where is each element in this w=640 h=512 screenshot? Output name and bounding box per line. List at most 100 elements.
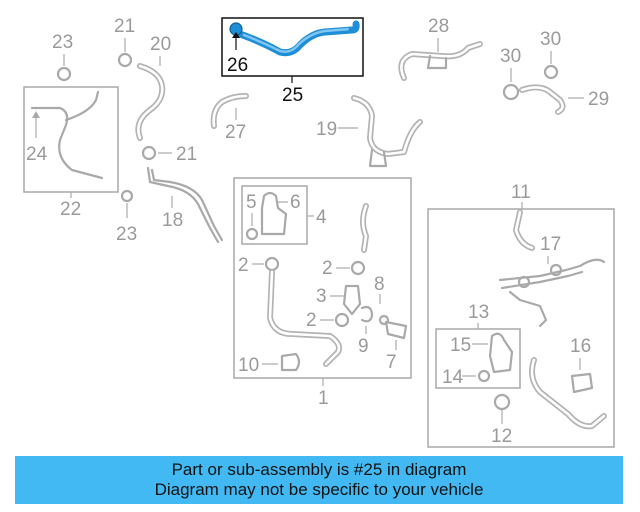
part-5-label: 5 [246, 192, 257, 213]
part-21-top-clamp [117, 52, 133, 68]
part-11-clamp-a [517, 275, 531, 289]
part-12-label: 12 [491, 426, 512, 447]
part-24-label: 24 [26, 144, 48, 165]
part-29-label: 29 [588, 89, 609, 110]
part-2a-clamp [264, 256, 280, 272]
part-21-mid-clamp [141, 145, 157, 161]
part-30-right-clamp [543, 64, 559, 80]
part-11-group: 11 17 13 15 14 16 12 [427, 182, 615, 448]
part-25-group[interactable]: 26 25 [221, 17, 364, 106]
part-23-bottom-label: 23 [116, 224, 137, 245]
part-29-hose [519, 84, 566, 115]
part-23-top-group: 23 [52, 32, 73, 82]
part-28-label: 28 [428, 16, 449, 37]
part-30-left-label: 30 [500, 46, 521, 67]
part-29-30-group: 30 30 29 [500, 29, 609, 115]
part-26-arrow [232, 32, 240, 38]
part-28-group: 28 [398, 16, 483, 81]
part-14-label: 14 [442, 367, 464, 388]
part-4-box [241, 185, 308, 245]
part-20-label: 20 [150, 34, 171, 55]
part-18-pipe-2 [150, 168, 224, 242]
part-1-label: 1 [318, 388, 329, 409]
part-3-valve [342, 284, 362, 316]
part-11-side-pipe [508, 290, 548, 328]
part-18-label: 18 [162, 210, 183, 231]
part-24-hose [30, 106, 104, 180]
part-11-tee [498, 258, 606, 282]
part-28-hose-inner [400, 42, 482, 80]
part-15-label: 15 [450, 335, 471, 356]
part-13-label: 13 [468, 302, 489, 323]
part-17-label: 17 [540, 234, 561, 255]
part-26-label: 26 [227, 55, 248, 76]
part-14-oring [477, 369, 491, 383]
part-22-group: 24 22 [23, 86, 119, 220]
part-20-21-group: 21 20 21 [114, 16, 197, 165]
part-19-bracket [368, 148, 388, 168]
part-30-right-label: 30 [540, 29, 561, 50]
part-11-tee-2 [500, 270, 584, 290]
part-7-seal [378, 314, 390, 326]
part-2c-clamp [334, 312, 350, 328]
part-18-group: 18 23 [116, 166, 224, 245]
part-2b-clamp [350, 260, 366, 276]
part-24-arrow [32, 111, 40, 118]
part-21-mid-label: 21 [176, 144, 197, 165]
part-23-bottom-clamp [120, 189, 134, 203]
part-22-label: 22 [60, 199, 81, 220]
part-4-label: 4 [316, 207, 327, 228]
part-12-cap [493, 393, 511, 411]
part-7-label: 7 [386, 352, 397, 373]
part-18-pipe [146, 166, 220, 244]
part-28-branch [426, 54, 448, 70]
part-16-bracket [570, 372, 594, 394]
part-30-left-clamp [502, 83, 520, 101]
part-11-hose-top-inner [514, 210, 534, 250]
part-21-top-label: 21 [114, 16, 135, 37]
part-10-cap [280, 352, 301, 372]
part-7-sensor [384, 320, 408, 340]
part-15-fitting [488, 332, 514, 374]
part-8-label: 8 [374, 274, 385, 295]
part-19-group: 19 [316, 95, 423, 168]
part-11-label: 11 [511, 182, 531, 203]
part-16-label: 16 [570, 336, 591, 357]
part-9-clip [360, 305, 374, 323]
part-1-main-hose-inner [268, 270, 341, 366]
part-27-label: 27 [225, 122, 246, 143]
part-1-main-hose [267, 269, 342, 367]
part-23-top-label: 23 [52, 32, 73, 53]
part-11-box [427, 208, 615, 448]
part-19-hose-inner [352, 96, 422, 156]
part-25-hose-highlight [242, 27, 352, 53]
part-11-clamp-b [549, 263, 563, 277]
part-24-hose-2 [64, 90, 100, 122]
part-19-hose [351, 95, 423, 157]
part-10-label: 10 [238, 355, 259, 376]
part-2a-label: 2 [238, 255, 249, 276]
part-20-hose-inner [137, 64, 164, 140]
banner-line-1: Part or sub-assembly is #25 in diagram [171, 460, 467, 479]
part-6-fitting [260, 191, 288, 236]
part-29-hose-inner [520, 86, 564, 114]
part-6-label: 6 [290, 192, 301, 213]
part-27-hose-inner [212, 94, 248, 128]
part-2c-label: 2 [306, 310, 317, 331]
banner-line-2: Diagram may not be specific to your vehi… [154, 480, 484, 499]
part-27-group: 27 [210, 93, 249, 143]
part-19-label: 19 [316, 119, 337, 140]
part-11-lower-hose-inner [530, 358, 606, 428]
part-22-box [23, 86, 119, 193]
part-5-oring [245, 227, 259, 241]
info-banner: Part or sub-assembly is #25 in diagram D… [15, 456, 623, 504]
part-25-hose-tail [348, 20, 360, 34]
part-23-top-clamp [56, 66, 72, 82]
part-1-group: 5 6 4 2 2 3 8 2 9 7 10 1 [233, 177, 412, 409]
part-9-label: 9 [358, 336, 369, 357]
part-1-upper-hose-inner [361, 204, 368, 252]
part-25-label: 25 [282, 85, 303, 106]
part-2b-label: 2 [322, 258, 333, 279]
part-3-label: 3 [316, 286, 327, 307]
